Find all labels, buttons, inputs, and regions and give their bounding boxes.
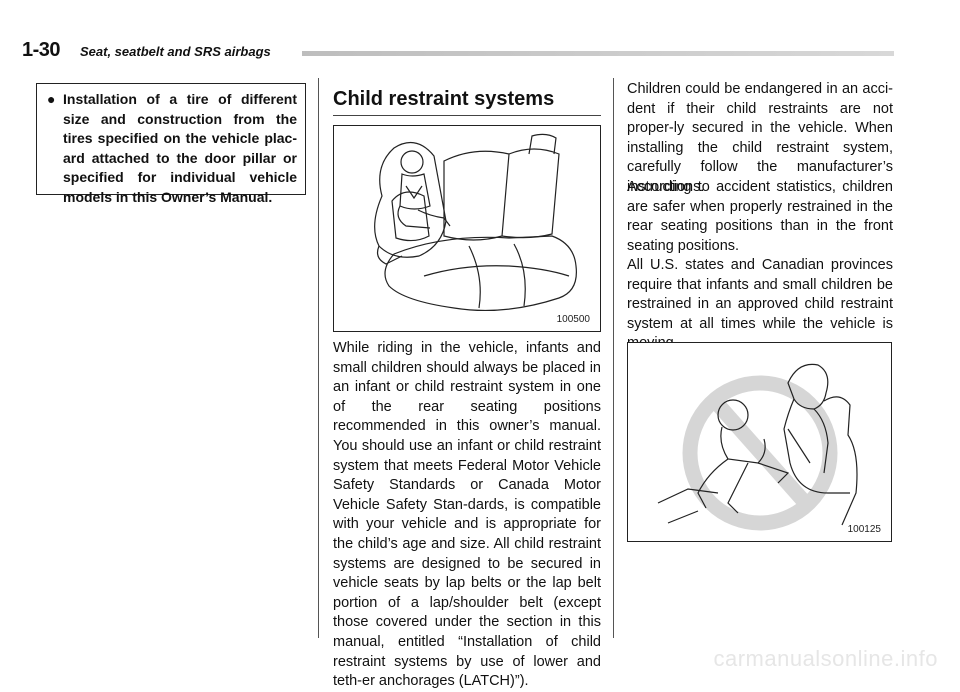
figure-code: 100500 [556,314,590,325]
paragraph-accident-stats: According to accident statistics, childr… [627,179,893,254]
child-seat-figure: 100500 [333,125,601,332]
column-divider-left [318,78,319,638]
warning-item: ● Installation of a tire of different si… [47,90,297,207]
warning-text: Installation of a tire of different size… [63,91,297,205]
child-seat-illustration [374,133,577,312]
page-header: 1-30 Seat, seatbelt and SRS airbags [22,39,894,62]
paragraph-legal-requirement: All U.S. states and Canadian provinces r… [627,257,893,351]
page-number: 1-30 [22,39,61,61]
figure-code: 100125 [847,524,881,535]
column-divider-right [613,78,614,638]
section-heading: Child restraint systems [333,88,601,116]
bullet-icon: ● [47,91,56,107]
section-title: Seat, seatbelt and SRS airbags [80,44,271,59]
mother-child-figure: 100125 [627,342,892,542]
header-rule [302,51,894,56]
paragraph-restraint-usage: While riding in the vehicle, infants and… [333,340,601,690]
paragraph-restraint-danger: Children could be endangered in an acci-… [627,81,893,195]
unsafe-holding-illustration [657,363,858,531]
watermark: carmanualsonline.info [713,646,938,671]
warning-box: ● Installation of a tire of different si… [36,83,306,205]
